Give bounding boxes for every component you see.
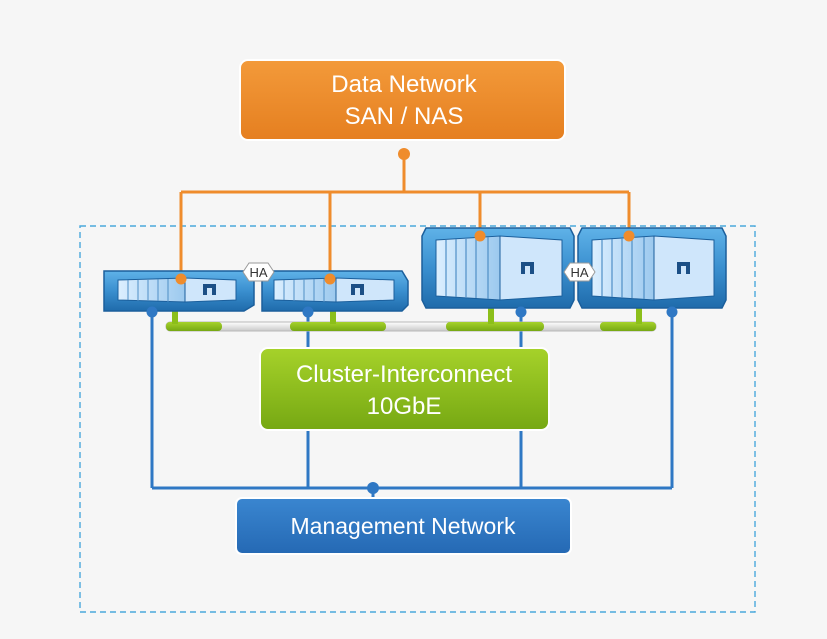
cluster-interconnect-title: Cluster-Interconnect <box>296 361 512 388</box>
management-network-box: Management Network <box>235 497 572 555</box>
cluster-interconnect-box: Cluster-Interconnect 10GbE <box>259 347 550 431</box>
ha-label-2: HA <box>570 265 588 280</box>
storage-controller-4 <box>577 227 727 309</box>
data-network-hub-dot <box>398 148 410 160</box>
ha-link-2: HA <box>563 262 596 282</box>
data-network-title: Data Network <box>331 71 477 98</box>
cluster-interconnect-rail <box>165 306 657 332</box>
data-network-box: Data Network SAN / NAS <box>239 59 566 141</box>
storage-controller-3 <box>421 227 575 309</box>
ha-label-1: HA <box>249 265 267 280</box>
cluster-interconnect-subtitle: 10GbE <box>367 393 442 420</box>
storage-controller-2 <box>261 270 409 312</box>
data-network-attach-dots <box>175 230 635 285</box>
management-network-hub-dot <box>367 482 379 494</box>
data-network-subtitle: SAN / NAS <box>345 103 464 130</box>
management-network-title: Management Network <box>291 513 516 539</box>
data-network-links <box>179 154 631 278</box>
ha-link-1: HA <box>242 262 275 282</box>
storage-controller-1 <box>103 270 255 312</box>
management-network-attach-dots <box>146 306 678 318</box>
